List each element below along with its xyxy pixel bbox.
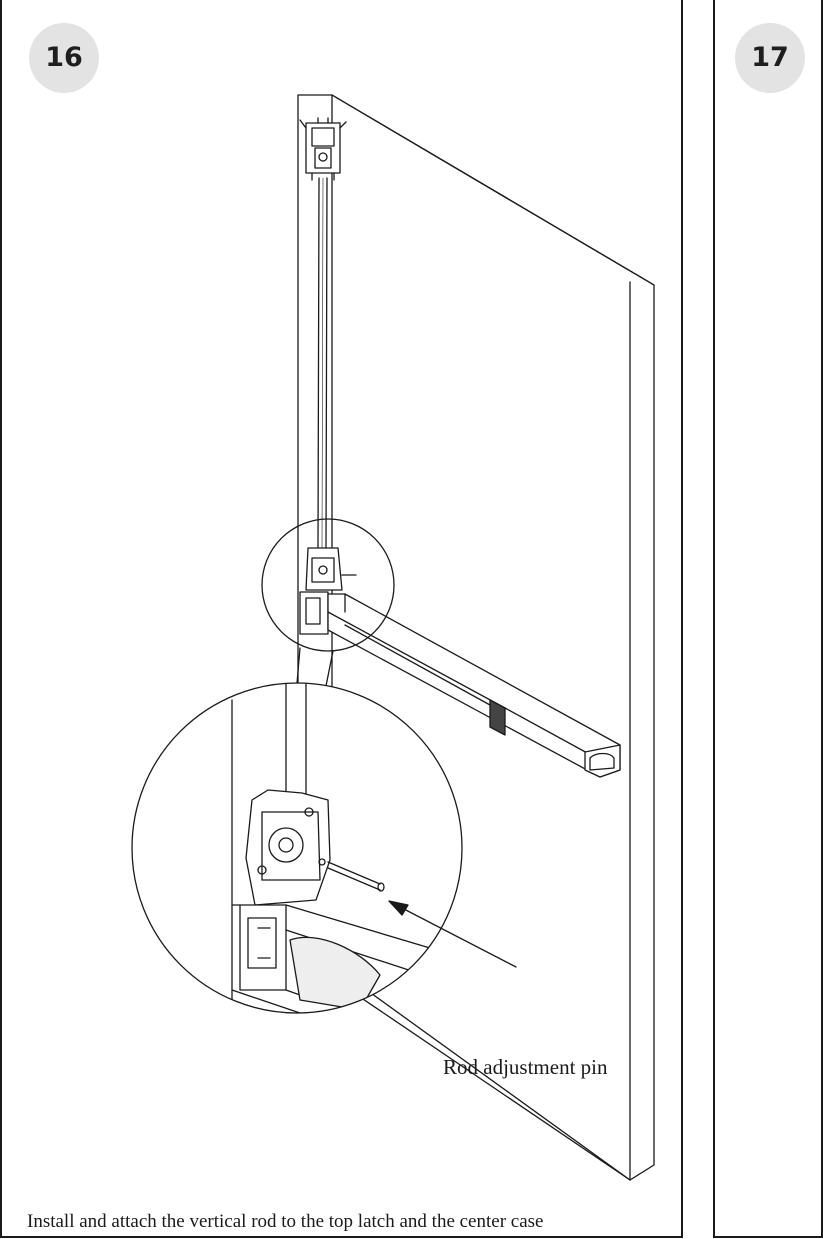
step-16-badge: 16	[29, 23, 99, 93]
step-17-panel	[713, 0, 823, 1238]
step-16-caption: Install and attach the vertical rod to t…	[27, 1205, 677, 1232]
vertical-rod	[317, 177, 328, 549]
push-bar	[327, 593, 621, 778]
step-17-badge: 17	[735, 23, 805, 93]
top-latch	[299, 117, 347, 181]
door-exit-device-illustration	[131, 94, 655, 1181]
center-case	[299, 547, 357, 635]
zoom-detail	[132, 683, 462, 1013]
callout-arrow	[388, 900, 517, 968]
detail-circle	[261, 518, 395, 652]
rod-adjustment-pin-label: Rod adjustment pin	[443, 1055, 608, 1079]
